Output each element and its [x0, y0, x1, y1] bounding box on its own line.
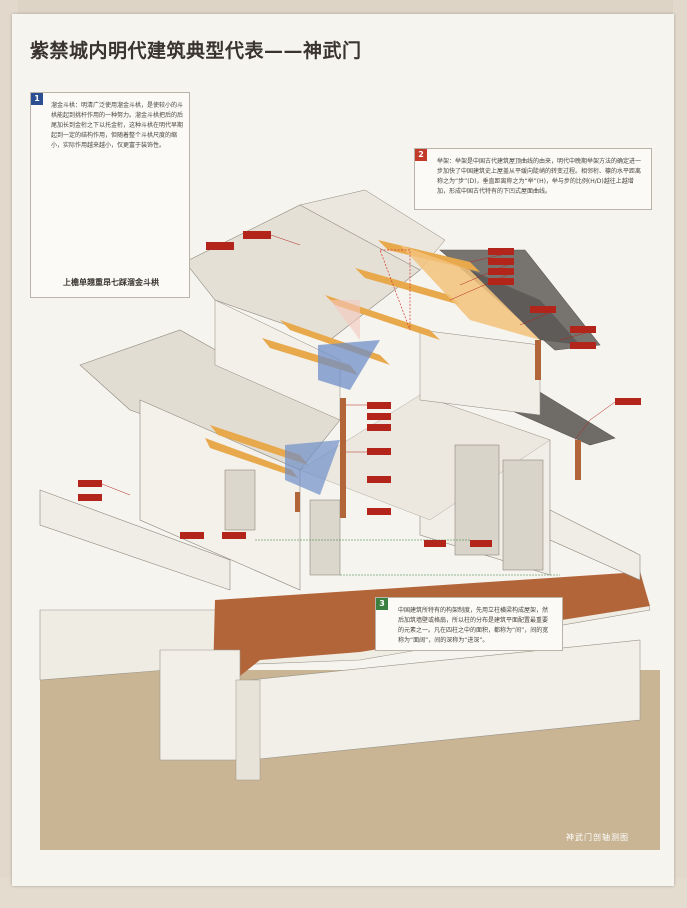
door-grid-3 [224, 469, 256, 531]
balustrade-right [549, 509, 641, 581]
drawing-title-label: 神武门剖轴测图 [566, 833, 629, 842]
stair [235, 679, 261, 781]
callout-tag [367, 448, 391, 455]
note-text: 中国建筑所特有的构架制度，先用立柱横梁构成屋架，然后加筑墙壁或格扇，所以柱的分布… [398, 607, 549, 644]
right-column [535, 340, 541, 380]
beam-2 [355, 268, 460, 305]
beam-6 [210, 425, 308, 465]
wall-right [673, 0, 687, 908]
callout-tag [222, 532, 246, 539]
wall-top [0, 0, 687, 18]
callout-tag [570, 342, 596, 349]
right-column-2 [575, 440, 581, 480]
note-text: 溜金斗栱：明清广泛使用溜金斗栱，是使较小的斗栱能起到挑杆作用的一种努力。溜金斗栱… [51, 102, 184, 149]
callout-tag [488, 278, 514, 285]
central-column [340, 398, 346, 518]
bracket-blue-1 [318, 340, 380, 390]
callout-tag [488, 258, 514, 265]
roof-tile-plane [470, 270, 580, 345]
callout-tag [78, 480, 102, 487]
callout-tag [367, 402, 391, 409]
note-jujia: 2 举架：举架是中国古代建筑屋顶曲线的由来，明代中晚期举架方法的确定进一步加快了… [414, 148, 652, 210]
callout-tag [615, 398, 641, 405]
door-grid-2 [502, 459, 544, 571]
callout-tag [78, 494, 102, 501]
callout-tag [570, 326, 596, 333]
callout-tag [488, 268, 514, 275]
beam-8 [400, 245, 540, 340]
callout-tag [367, 424, 391, 431]
callout-tag [367, 508, 391, 515]
bracket-blue-2 [285, 440, 340, 495]
note-number: 3 [376, 598, 388, 610]
note-text: 举架：举架是中国古代建筑屋顶曲线的由来，明代中晚期举架方法的确定进一步加快了中国… [437, 158, 642, 195]
page-title: 紫禁城内明代建筑典型代表——神武门 [30, 40, 362, 62]
note-number: 2 [415, 149, 427, 161]
hall-left-wall [139, 399, 301, 591]
figure-caption: 上檐单翘重昂七踩溜金斗栱 [63, 277, 159, 287]
jujia-triangle-2 [330, 300, 360, 340]
balustrade-left [39, 489, 231, 591]
note-dougong: 1 溜金斗栱：明清广泛使用溜金斗栱，是使较小的斗栱能起到挑杆作用的一种努力。溜金… [30, 92, 190, 298]
leader-lines [101, 234, 616, 496]
base-wall-front [159, 649, 241, 761]
bracket-column [295, 492, 300, 512]
callout-tag [488, 248, 514, 255]
jujia-triangle [379, 249, 411, 331]
callout-tags [78, 231, 641, 547]
callout-tag [424, 540, 446, 547]
callout-tag [180, 532, 204, 539]
callout-tag [367, 413, 391, 420]
beam-7 [205, 438, 298, 478]
upper-storey-wall-right [419, 329, 541, 416]
door-grid-1 [454, 444, 500, 556]
callout-tag [243, 231, 271, 239]
note-number: 1 [31, 93, 43, 105]
callout-tag [530, 306, 556, 313]
callout-tag [206, 242, 234, 250]
note-frame-system: 3 中国建筑所特有的构架制度，先用立柱横梁构成屋架，然后加筑墙壁或格扇，所以柱的… [375, 597, 563, 651]
door-grid-4 [309, 499, 341, 576]
callout-tag [470, 540, 492, 547]
callout-tag [367, 476, 391, 483]
